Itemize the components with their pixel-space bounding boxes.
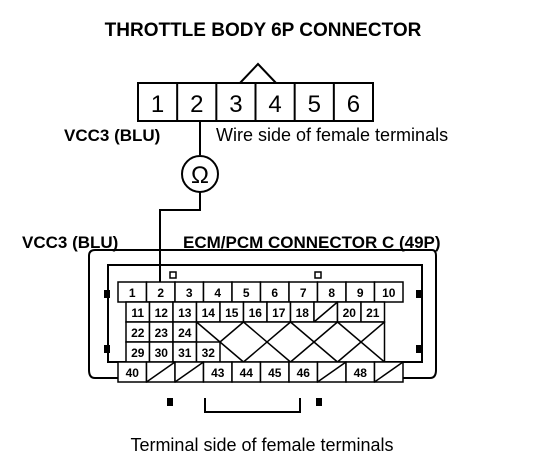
terminal-48: 48	[354, 366, 368, 380]
unused-terminal-mark	[313, 301, 338, 323]
terminal-8: 8	[328, 286, 335, 300]
terminal-20: 20	[343, 306, 357, 320]
latch-notch-right	[314, 271, 322, 279]
terminal-21: 21	[366, 306, 380, 320]
throttle-pin-2: 2	[190, 91, 203, 118]
side-tab-right-upper	[416, 290, 422, 298]
terminal-12: 12	[155, 306, 169, 320]
ecm-connector-title: ECM/PCM CONNECTOR C (49P)	[183, 233, 441, 252]
terminal-7: 7	[300, 286, 307, 300]
terminal-1: 1	[129, 286, 136, 300]
terminal-17: 17	[272, 306, 286, 320]
side-tab-right	[416, 345, 422, 353]
wire-color-label-top: VCC3 (BLU)	[64, 126, 160, 145]
terminal-31: 31	[178, 346, 192, 360]
terminal-5: 5	[243, 286, 250, 300]
unused-terminal-mark	[317, 361, 347, 383]
wire-color-label-bottom: VCC3 (BLU)	[22, 233, 118, 252]
unused-cross	[243, 321, 291, 363]
terminal-9: 9	[357, 286, 364, 300]
terminal-cell	[373, 281, 404, 303]
terminal-15: 15	[225, 306, 239, 320]
terminal-43: 43	[211, 366, 225, 380]
terminal-29: 29	[131, 346, 145, 360]
bottom-post-left	[167, 398, 173, 406]
ecm-inner-shell	[107, 264, 423, 363]
terminal-32: 32	[202, 346, 216, 360]
terminal-11: 11	[131, 306, 144, 320]
throttle-pin-1: 1	[151, 91, 164, 118]
terminal-23: 23	[155, 326, 169, 340]
terminal-18: 18	[296, 306, 310, 320]
throttle-pin-3: 3	[229, 91, 242, 118]
latch-notch-left	[169, 271, 177, 279]
terminal-44: 44	[240, 366, 254, 380]
terminal-16: 16	[249, 306, 263, 320]
terminal-24: 24	[178, 326, 192, 340]
unused-terminal-mark	[174, 361, 204, 383]
bottom-post-right	[316, 398, 322, 406]
terminal-13: 13	[178, 306, 192, 320]
terminal-4: 4	[214, 286, 221, 300]
unused-terminal-mark	[146, 361, 176, 383]
unused-terminal-mark	[374, 361, 404, 383]
side-tab-left	[104, 345, 110, 353]
unused-block	[195, 321, 386, 363]
unused-cross	[337, 321, 385, 363]
terminal-40: 40	[126, 366, 140, 380]
terminal-10: 10	[382, 286, 396, 300]
wire-side-caption: Wire side of female terminals	[216, 125, 448, 145]
throttle-pin-4: 4	[268, 91, 281, 118]
terminal-3: 3	[186, 286, 193, 300]
terminal-46: 46	[297, 366, 311, 380]
throttle-pin-6: 6	[347, 91, 360, 118]
wire-lower	[159, 192, 201, 300]
terminal-22: 22	[131, 326, 145, 340]
throttle-pin-5: 5	[308, 91, 321, 118]
throttle-connector-title: THROTTLE BODY 6P CONNECTOR	[105, 20, 422, 41]
terminal-side-caption: Terminal side of female terminals	[130, 435, 393, 455]
connector-key-tab	[239, 62, 277, 84]
terminal-30: 30	[155, 346, 169, 360]
ecm-connector-housing	[88, 249, 437, 413]
terminal-6: 6	[271, 286, 278, 300]
ohm-symbol: Ω	[191, 162, 209, 189]
terminal-45: 45	[268, 366, 282, 380]
ecm-outer-shell	[88, 249, 437, 379]
bottom-lock-tab	[204, 398, 301, 413]
terminal-14: 14	[202, 306, 216, 320]
side-tab-left-upper	[104, 290, 110, 298]
unused-cross	[290, 321, 338, 363]
terminal-2: 2	[157, 286, 164, 300]
